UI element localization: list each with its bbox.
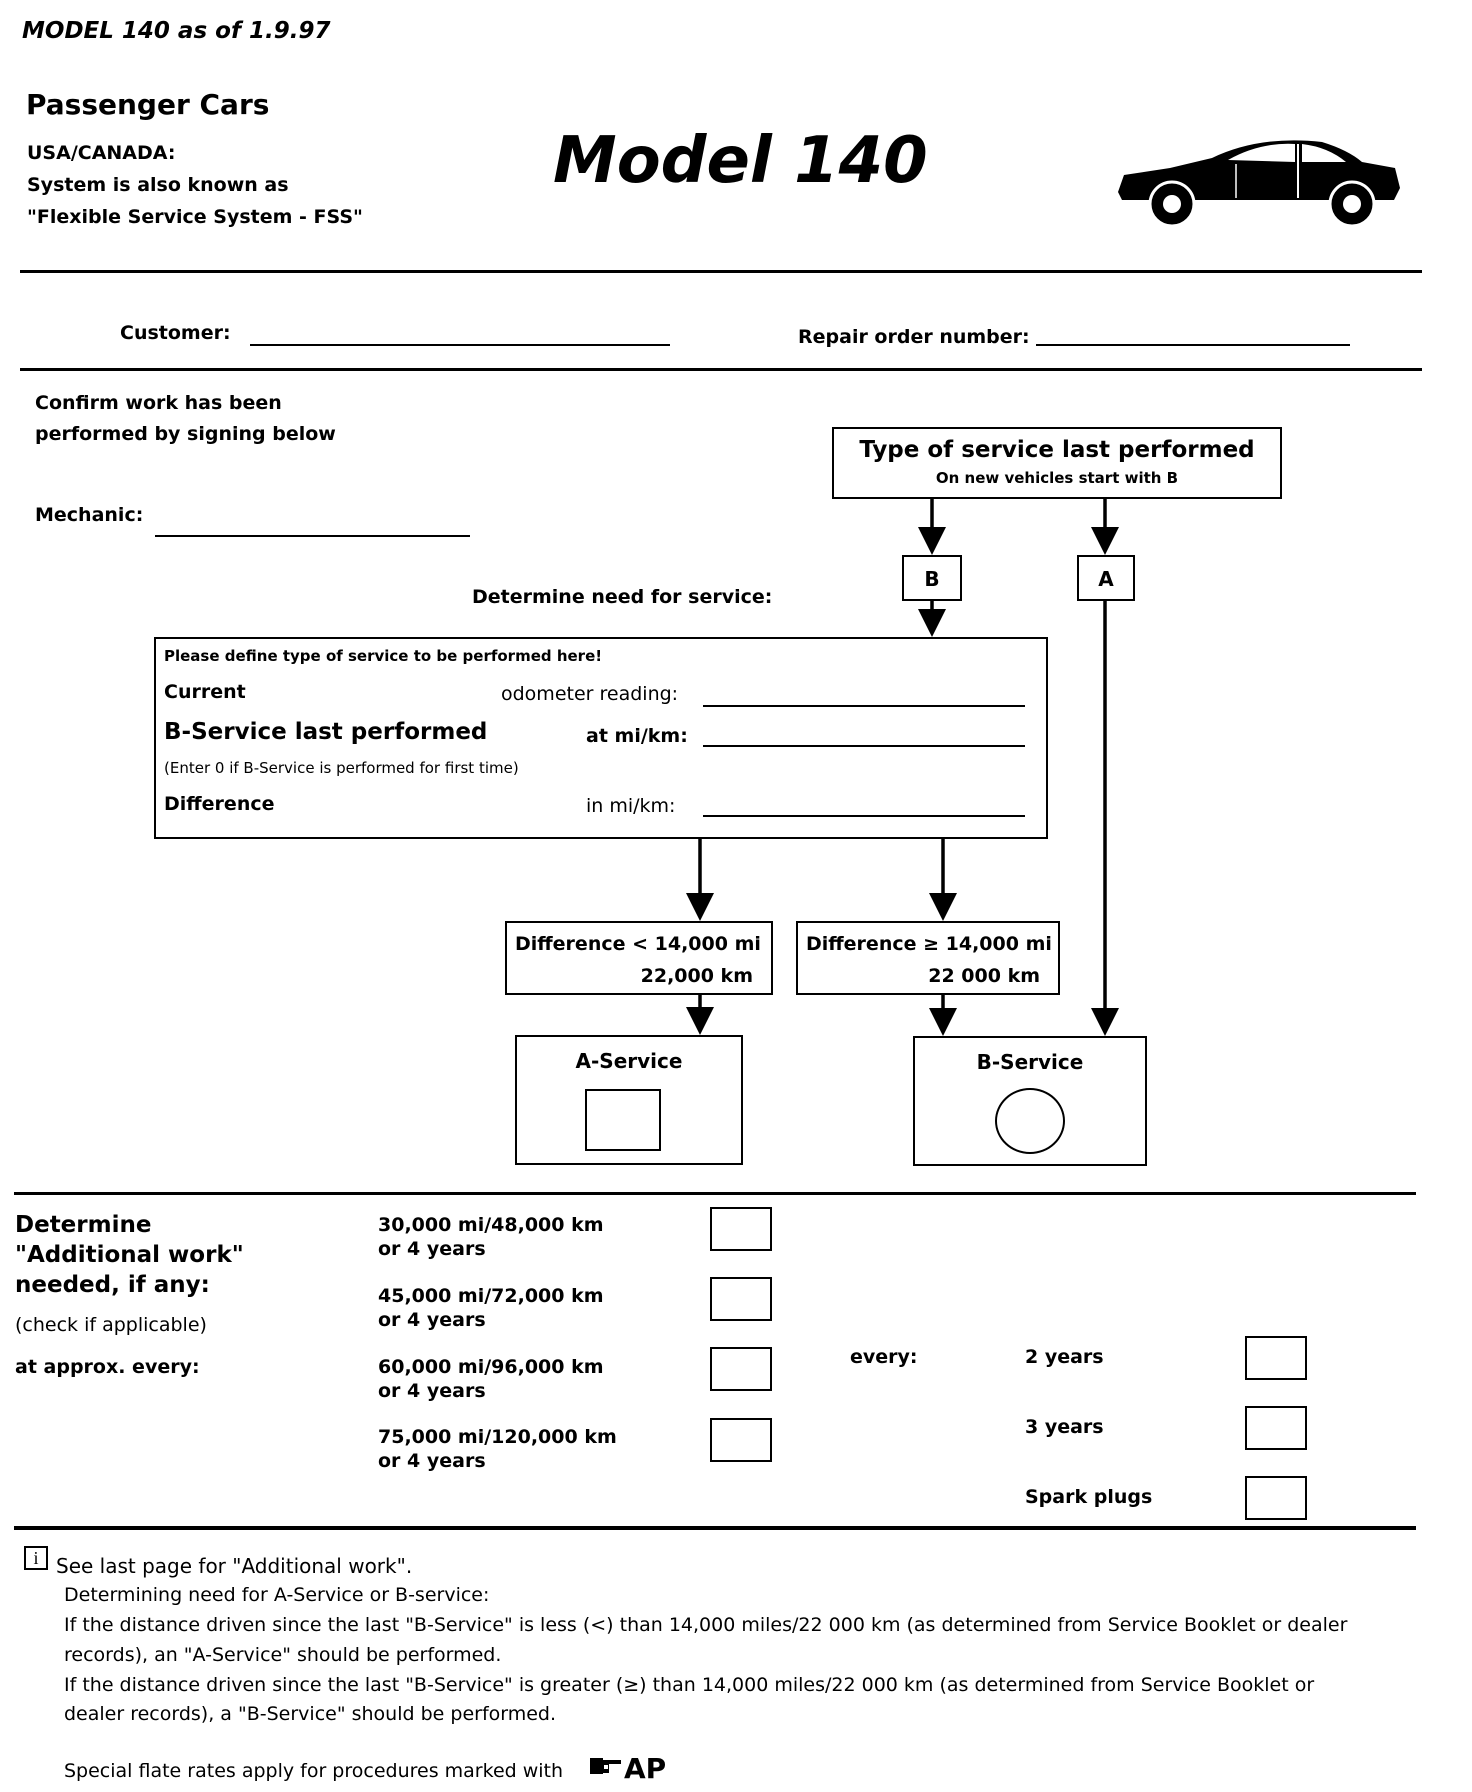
three-years-checkbox[interactable] bbox=[1245, 1406, 1307, 1450]
determining-heading: Determining need for A-Service or B-serv… bbox=[64, 1584, 490, 1606]
interval-2-checkbox[interactable] bbox=[710, 1277, 772, 1321]
two-years-label: 2 years bbox=[1025, 1346, 1104, 1368]
interval-1-line1: 30,000 mi/48,000 km bbox=[378, 1214, 604, 1236]
service-type-title: Type of service last performed bbox=[859, 437, 1255, 463]
approx-every-label: at approx. every: bbox=[15, 1356, 200, 1378]
interval-4-line1: 75,000 mi/120,000 km bbox=[378, 1426, 617, 1448]
interval-2-line2: or 4 years bbox=[378, 1309, 486, 1331]
aka-text-line1: System is also known as bbox=[27, 174, 289, 196]
info-icon-glyph: i bbox=[33, 1548, 39, 1568]
at-mi-km-label: at mi/km: bbox=[586, 725, 688, 747]
b-option-box[interactable]: B bbox=[902, 555, 962, 601]
fields-divider bbox=[20, 368, 1422, 371]
pointing-hand-icon bbox=[590, 1758, 621, 1774]
b-service-box: B-Service bbox=[913, 1036, 1147, 1166]
interval-2-line1: 45,000 mi/72,000 km bbox=[378, 1285, 604, 1307]
service-type-subtitle: On new vehicles start with B bbox=[935, 469, 1179, 487]
difference-less-line1: Difference < 14,000 mi bbox=[515, 933, 761, 955]
difference-field[interactable] bbox=[703, 815, 1025, 817]
greater-rule-line2: dealer records), a "B-Service" should be… bbox=[64, 1703, 557, 1725]
interval-1-checkbox[interactable] bbox=[710, 1207, 772, 1251]
a-service-label: A-Service bbox=[575, 1049, 683, 1073]
b-last-performed-label: B-Service last performed bbox=[164, 719, 488, 745]
determine-need-label: Determine need for service: bbox=[472, 586, 773, 608]
interval-4-line2: or 4 years bbox=[378, 1450, 486, 1472]
in-mi-km-label: in mi/km: bbox=[586, 795, 676, 817]
additional-heading-line3: needed, if any: bbox=[15, 1272, 210, 1298]
difference-label: Difference bbox=[164, 793, 275, 815]
repair-order-field[interactable] bbox=[1036, 344, 1350, 346]
interval-3-checkbox[interactable] bbox=[710, 1347, 772, 1391]
less-rule-line2: records), an "A-Service" should be perfo… bbox=[64, 1644, 502, 1666]
page-title: Model 140 bbox=[553, 124, 928, 198]
ap-mark: AP bbox=[624, 1752, 667, 1785]
difference-greater-line1: Difference ≥ 14,000 mi bbox=[806, 933, 1052, 955]
b-last-performed-field[interactable] bbox=[703, 745, 1025, 747]
difference-less-box[interactable]: Difference < 14,000 mi 22,000 km bbox=[505, 921, 773, 995]
a-option-label: A bbox=[1098, 567, 1114, 591]
b-service-circle-checkbox[interactable] bbox=[995, 1088, 1065, 1154]
a-service-box: A-Service bbox=[515, 1035, 743, 1165]
greater-rule-line1: If the distance driven since the last "B… bbox=[64, 1674, 1315, 1696]
spark-plugs-label: Spark plugs bbox=[1025, 1486, 1153, 1508]
interval-3-line1: 60,000 mi/96,000 km bbox=[378, 1356, 604, 1378]
aka-text-line2: "Flexible Service System - FSS" bbox=[27, 206, 363, 228]
interval-3-line2: or 4 years bbox=[378, 1380, 486, 1402]
three-years-label: 3 years bbox=[1025, 1416, 1104, 1438]
enter-zero-note: (Enter 0 if B-Service is performed for f… bbox=[164, 759, 519, 777]
additional-divider bbox=[14, 1526, 1416, 1530]
b-option-label: B bbox=[924, 567, 940, 591]
additional-heading-line1: Determine bbox=[15, 1212, 152, 1238]
info-icon: i bbox=[24, 1546, 48, 1570]
odometer-label: odometer reading: bbox=[501, 683, 679, 705]
service-type-box: Type of service last performed On new ve… bbox=[832, 427, 1282, 499]
define-service-box: Please define type of service to be perf… bbox=[154, 637, 1048, 839]
mechanic-signature-field[interactable] bbox=[155, 535, 470, 537]
interval-4-checkbox[interactable] bbox=[710, 1418, 772, 1462]
see-last-page-note: See last page for "Additional work". bbox=[56, 1554, 413, 1578]
two-years-checkbox[interactable] bbox=[1245, 1336, 1307, 1380]
customer-field[interactable] bbox=[250, 344, 670, 346]
repair-order-label: Repair order number: bbox=[798, 326, 1030, 348]
odometer-field[interactable] bbox=[703, 705, 1025, 707]
header-divider bbox=[20, 270, 1422, 273]
less-rule-line1: If the distance driven since the last "B… bbox=[64, 1614, 1348, 1636]
define-service-title: Please define type of service to be perf… bbox=[164, 647, 603, 665]
spark-plugs-checkbox[interactable] bbox=[1245, 1476, 1307, 1520]
additional-heading-line2: "Additional work" bbox=[15, 1242, 244, 1268]
b-service-label: B-Service bbox=[976, 1050, 1084, 1074]
flat-rates-note: Special flate rates apply for procedures… bbox=[64, 1760, 564, 1782]
vehicle-category: Passenger Cars bbox=[26, 88, 270, 121]
check-applicable-note: (check if applicable) bbox=[15, 1314, 207, 1336]
car-icon bbox=[1118, 140, 1400, 228]
a-option-box[interactable]: A bbox=[1077, 555, 1135, 601]
confirm-text-line1: Confirm work has been bbox=[35, 392, 282, 414]
region-label: USA/CANADA: bbox=[27, 142, 176, 164]
confirm-text-line2: performed by signing below bbox=[35, 423, 336, 445]
customer-label: Customer: bbox=[120, 322, 231, 344]
difference-greater-box[interactable]: Difference ≥ 14,000 mi 22 000 km bbox=[796, 921, 1060, 995]
flow-divider bbox=[14, 1192, 1416, 1195]
a-service-checkbox[interactable] bbox=[585, 1089, 661, 1151]
interval-1-line2: or 4 years bbox=[378, 1238, 486, 1260]
model-reference: MODEL 140 as of 1.9.97 bbox=[22, 18, 331, 44]
mechanic-label: Mechanic: bbox=[35, 504, 144, 526]
difference-greater-line2: 22 000 km bbox=[928, 965, 1040, 987]
every-label: every: bbox=[850, 1346, 918, 1368]
difference-less-line2: 22,000 km bbox=[640, 965, 753, 987]
current-label: Current bbox=[164, 681, 246, 703]
